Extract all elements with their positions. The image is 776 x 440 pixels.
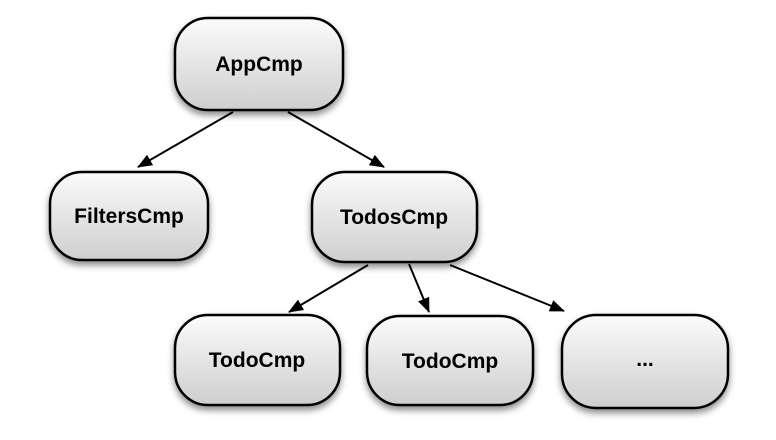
node-ellipsis-label: ...: [636, 348, 654, 371]
node-ellipsis-shape: [560, 313, 730, 410]
node-ellipsis: ...: [560, 313, 730, 410]
node-appcmp: AppCmp: [173, 16, 345, 112]
node-todoscmp-label: TodosCmp: [340, 206, 448, 229]
edge-todoscmp-ellipsis: [449, 264, 565, 312]
edge-todoscmp-todocmp-2: [408, 263, 430, 313]
node-todocmp-1: TodoCmp: [173, 313, 342, 407]
node-filterscmp-shape: [48, 170, 210, 262]
node-todocmp-2: TodoCmp: [365, 314, 535, 407]
edge-appcmp-todoscmp: [287, 111, 385, 168]
node-todocmp-1-label: TodoCmp: [209, 349, 305, 372]
node-todocmp-2-shape: [365, 314, 535, 407]
node-filterscmp-label: FiltersCmp: [74, 205, 184, 228]
node-filterscmp: FiltersCmp: [48, 170, 210, 262]
node-todocmp-2-label: TodoCmp: [402, 350, 498, 373]
node-todocmp-1-shape: [173, 313, 342, 407]
edge-todoscmp-todocmp-1: [288, 264, 369, 313]
node-todoscmp-shape: [310, 170, 479, 264]
edges: [137, 111, 565, 313]
edge-appcmp-filterscmp: [137, 111, 234, 168]
node-appcmp-label: AppCmp: [215, 53, 303, 76]
node-appcmp-shape: [173, 16, 345, 112]
node-todoscmp: TodosCmp: [310, 170, 479, 264]
